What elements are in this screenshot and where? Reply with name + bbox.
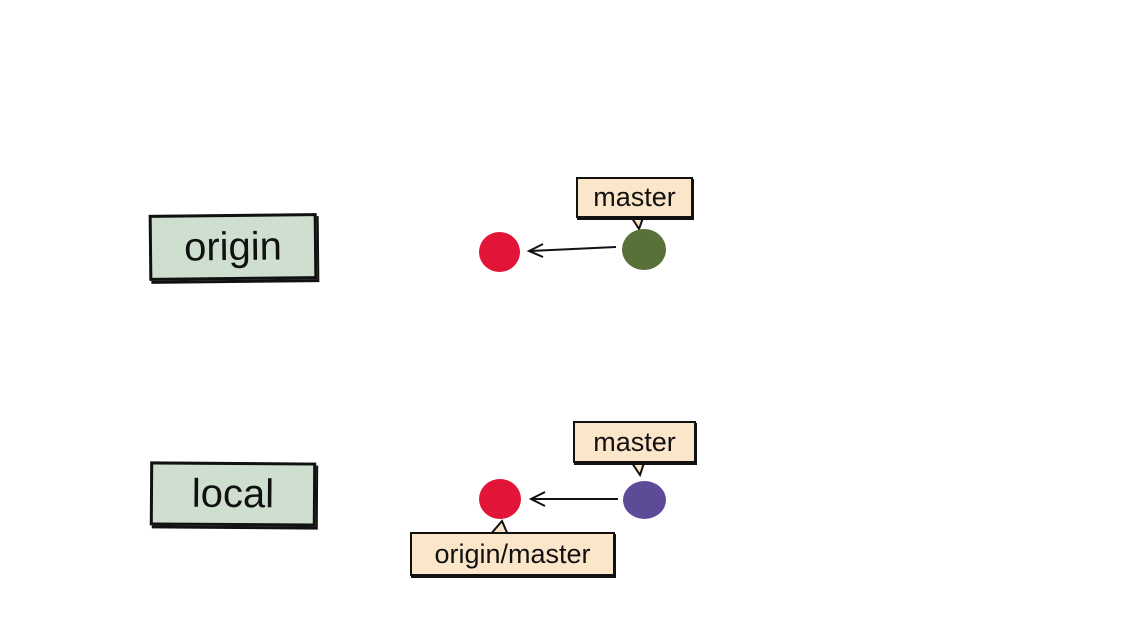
origin-master-branch-label: master	[576, 177, 693, 218]
local-commit-head	[623, 481, 666, 519]
origin-repo-label: origin	[183, 223, 283, 270]
remote-tracking-branch-label: origin/master	[410, 532, 615, 576]
origin-commit-head	[622, 229, 666, 270]
origin-commit-base	[479, 232, 520, 272]
local-master-branch-label: master	[573, 421, 696, 463]
origin-master-text: master	[593, 182, 676, 212]
local-repo-box: local	[149, 461, 317, 527]
origin-commit-arrow	[529, 246, 617, 252]
origin-repo-box: origin	[148, 213, 318, 281]
remote-tracking-text: origin/master	[434, 538, 591, 569]
origin-arrowhead	[526, 243, 544, 258]
local-commit-base	[479, 479, 521, 519]
local-arrowhead	[528, 491, 546, 507]
local-master-text: master	[593, 426, 676, 457]
local-repo-label: local	[191, 471, 275, 516]
